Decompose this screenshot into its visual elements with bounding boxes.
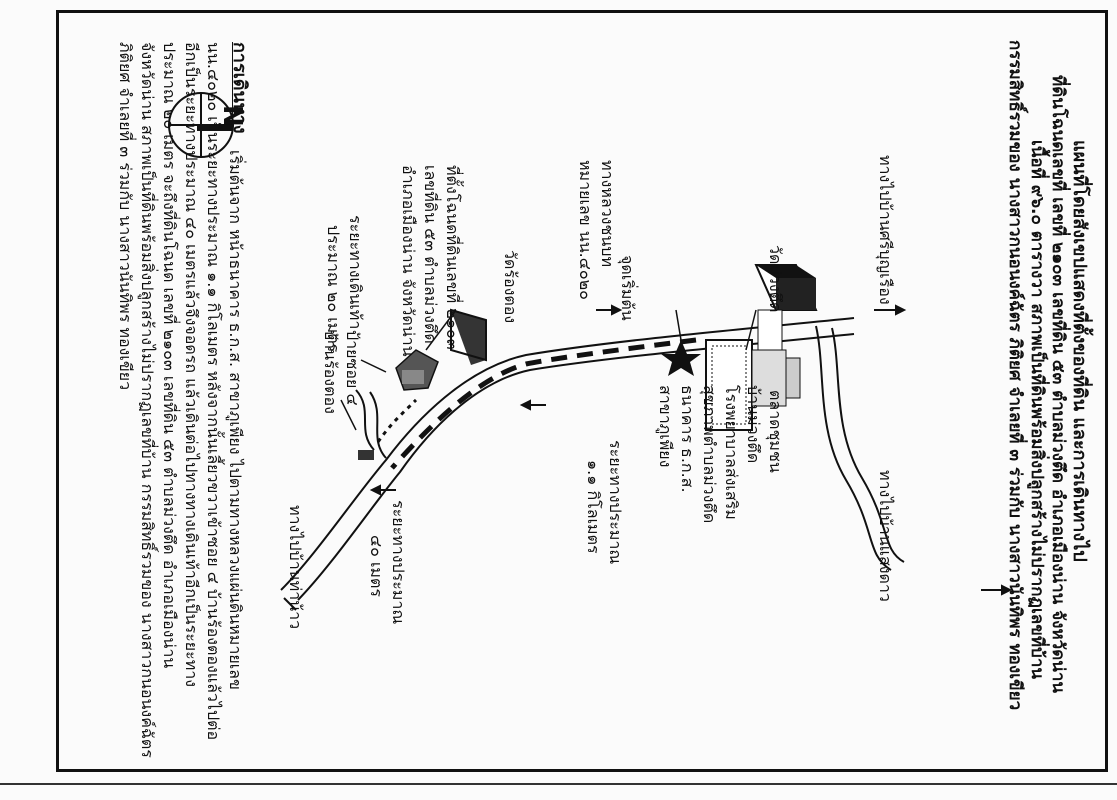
label-land-location-1: ที่ตั้งโฉนดที่ดินเลขที่ ๒๑๐๓: [443, 165, 462, 350]
label-bank: ธนาคาร ธ.ก.ส.: [678, 385, 697, 493]
label-health: สุขภาพตำบลม่วงตึด: [700, 385, 719, 524]
label-distance-40m-b: ๔๐ เมตร: [367, 535, 386, 597]
directions-line-5: จังหวัดน่าน สภาพเป็นที่ดินพร้อมสิ่งปลูกส…: [138, 42, 157, 758]
map-title: แผนที่โดยสังเขปแสดงที่ตั้งของที่ดิน และก…: [1069, 140, 1090, 562]
bank-complex-icon: [705, 309, 801, 431]
title-line-2: ที่ดินโฉนดเลขที่ เลขที่ ๒๑๐๓ เลขที่ดิน ๕…: [1048, 75, 1068, 694]
scan-edge-line: [0, 783, 1117, 785]
title-line-4: กรรมสิทธิ์รวมของ นางสาวกนอนงค์ฉัตร ภิติย…: [1005, 40, 1025, 711]
direction-arrows: [283, 304, 1013, 611]
soi-4-lane: [355, 389, 387, 459]
compass-icon: [168, 92, 234, 158]
label-school: โรงพยาบาลส่งเสริม: [722, 385, 741, 520]
label-branch: สาขาภูเพียง: [656, 385, 675, 468]
label-land-location-3: อำเภอเมืองน่าน จังหวัดน่าน: [399, 165, 418, 357]
temple-muang-tuet-icon: [754, 264, 818, 311]
label-start-point: จุดเริ่มต้น: [618, 255, 637, 321]
label-distance-1-1km-a: ระยะทางประมาณ: [606, 440, 625, 565]
label-temple-muang-tuet: วัดม่วงตึด: [766, 245, 785, 313]
soi-sign-icon: [358, 450, 374, 460]
label-distance-40m-a: ระยะทางประมาณ: [389, 500, 408, 625]
directions-line-1: เริ่มต้นจาก หน้าธนาคาร ธ.ก.ส. สาขาภูเพีย…: [226, 150, 245, 690]
label-road-sangdao: ทางไปบ้านแสงดาว: [876, 470, 895, 602]
label-village: บ้านม่วงตึด: [744, 385, 763, 464]
label-road-sriboonruang: ทางไปบ้านศรีบุญเรือง: [876, 155, 895, 305]
footpath: [376, 398, 418, 443]
route-map: [168, 92, 1013, 611]
label-ban-rong-tong: บ้านร้องตอง: [321, 330, 340, 414]
directions-line-4: ประมาณ ๒๐ เมตร จะถึงที่ดินโฉนด เลขที่ ๒๑…: [160, 42, 179, 669]
temple-nong-tong-icon: [450, 308, 487, 365]
label-market: ตลาดชุมชน: [766, 390, 785, 473]
start-point-icon: [661, 340, 701, 376]
label-distance-1-1km-b: ๑.๑ กิโลเมตร: [584, 460, 603, 554]
title-line-3: เนื้อที่ ๙๖.๐ ตารางวา สภาพเป็นที่ดินพร้อ…: [1027, 140, 1047, 679]
label-land-location-2: เลขที่ดิน ๕๓ ตำบลม่วงตึด: [421, 165, 440, 344]
directions-line-2: นน.๔๐๒๐ เป็นระยะทางประมาณ ๑.๑ กิโลเมตร ห…: [204, 42, 223, 741]
side-road-sadao: [815, 325, 905, 571]
directions-line-3: อีกเป็นระยะทางประมาณ ๔๐ เมตรแล้วจึงจอดรถ…: [182, 42, 201, 688]
route-line: [390, 337, 697, 470]
directions-heading: การเดินทาง: [229, 42, 250, 134]
pointer-lines: [340, 309, 757, 431]
directions-line-6: ภิติยศ จำเลยที่ ๓ ร่วมกับ นางสาวนันทิพร …: [116, 42, 135, 391]
label-walk-distance-a: ระยะทางเดินเท้า: [346, 215, 365, 330]
label-soi-sign: ป้ายซอย ๔: [343, 330, 362, 406]
label-temple-nong-tong: วัดร้องตอง: [501, 250, 520, 324]
page-frame: [56, 10, 1108, 772]
label-highway: ทางหลวงชนบท: [598, 160, 617, 267]
label-road-tha-nao: ทางไปบ้านท่าน้าว: [286, 505, 305, 630]
land-house-icon: [395, 349, 439, 391]
label-highway-number: หมายเลข นน.๔๐๒๐: [576, 160, 595, 300]
